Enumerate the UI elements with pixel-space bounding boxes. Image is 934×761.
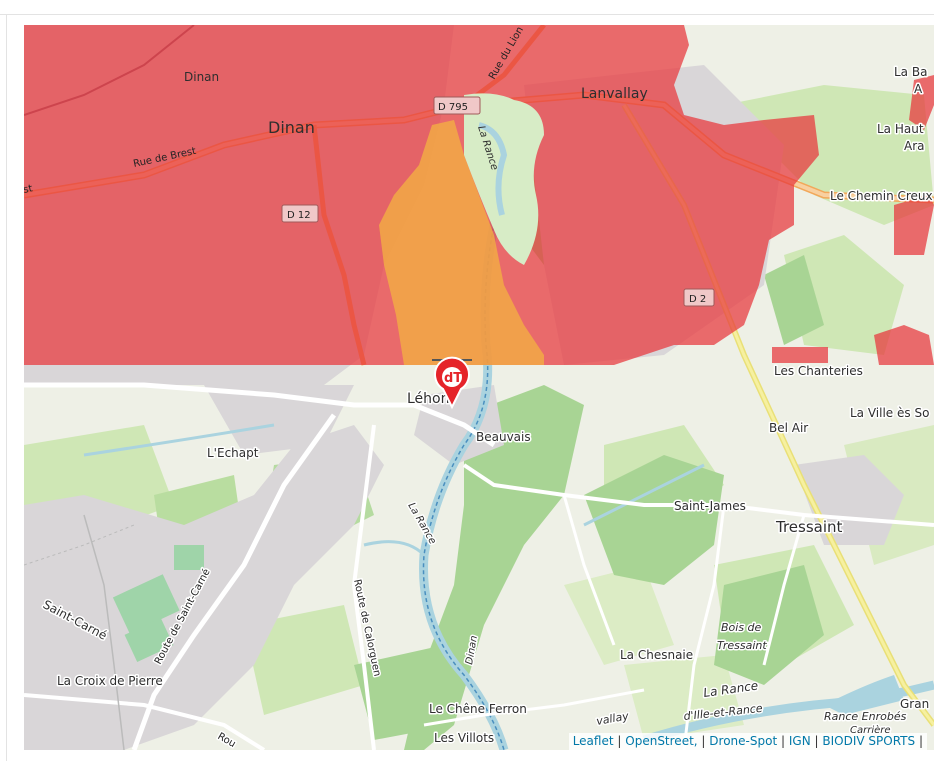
label-bois-de: Bois de (721, 621, 762, 634)
label-bel-air: Bel Air (769, 421, 808, 435)
marker-logo-text: dT (444, 371, 462, 386)
drone-spot-marker[interactable]: dT (432, 356, 472, 410)
attribution-openstreet-link[interactable]: OpenStreet, (625, 734, 698, 748)
label-tressaint-wood: Tressaint (717, 639, 767, 652)
map-viewport[interactable]: Les Chanteries La Ville ès So Bel Air Lé… (24, 25, 934, 750)
attribution-separator: | (701, 734, 706, 748)
label-la-chesnaie: La Chesnaie (620, 648, 693, 662)
attribution-dronespot-link[interactable]: Drone-Spot (709, 734, 778, 748)
label-la-croix-de-pierre: La Croix de Pierre (57, 674, 163, 688)
frame-border-left (6, 14, 7, 761)
attribution-ign-link[interactable]: IGN (788, 734, 811, 748)
attribution-separator: | (780, 734, 786, 748)
attribution-separator: | (918, 734, 923, 748)
label-lechapt: L'Echapt (207, 446, 259, 460)
label-beauvais: Beauvais (476, 430, 531, 444)
attribution-separator: | (814, 734, 819, 748)
label-la-ville-es-so: La Ville ès So (850, 406, 929, 420)
label-la-ba: La Ba (894, 65, 927, 79)
label-le-chene-ferron: Le Chêne Ferron (429, 702, 527, 716)
label-tressaint: Tressaint (775, 518, 843, 536)
attribution-separator: | (617, 734, 622, 748)
label-la-haut: La Haut (877, 122, 924, 136)
label-gran: Gran (900, 697, 929, 711)
label-les-chanteries: Les Chanteries (774, 364, 863, 378)
allowed-corridor (464, 93, 544, 265)
label-lehon: Léhon (407, 391, 449, 407)
frame-border-top (0, 14, 934, 15)
label-ara: Ara (904, 139, 925, 153)
label-d795: D 795 (438, 102, 468, 113)
label-st-prefix: st (24, 183, 34, 196)
attribution-leaflet-link[interactable]: Leaflet (572, 734, 614, 748)
label-d12: D 12 (287, 210, 311, 221)
warning-zone (379, 120, 544, 365)
label-lanvallay: Lanvallay (581, 86, 648, 102)
label-les-villots: Les Villots (434, 731, 494, 745)
label-dinan: Dinan (268, 118, 315, 137)
map-canvas[interactable]: Les Chanteries La Ville ès So Bel Air Lé… (24, 25, 934, 750)
label-a: A (914, 82, 923, 96)
label-le-chemin-creux: Le Chemin Creux (830, 189, 933, 203)
attribution-biodiv-link[interactable]: BIODIV SPORTS (822, 734, 916, 748)
label-d2: D 2 (689, 294, 706, 305)
label-rance-enrobes: Rance Enrobés (824, 710, 907, 723)
label-saint-james: Saint-James (674, 499, 746, 513)
attribution-bar: Leaflet | OpenStreet, | Drone-Spot | IGN… (568, 733, 927, 750)
sports-fields (112, 545, 204, 663)
label-dinan-station: Dinan (184, 70, 219, 84)
